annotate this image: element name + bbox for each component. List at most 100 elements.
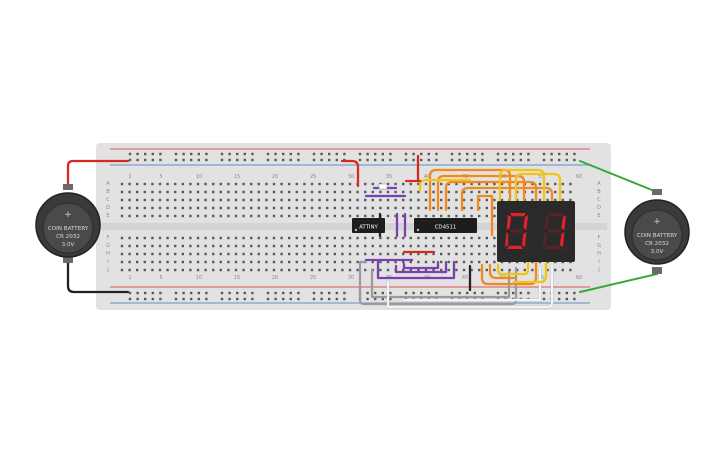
breadboard-hole[interactable] <box>519 152 522 156</box>
wire-purple-8[interactable] <box>402 260 440 270</box>
breadboard-hole[interactable] <box>272 268 276 272</box>
breadboard-hole[interactable] <box>282 291 285 295</box>
breadboard-hole[interactable] <box>561 182 564 186</box>
breadboard-hole[interactable] <box>280 182 283 186</box>
breadboard-hole[interactable] <box>242 236 245 240</box>
breadboard-hole[interactable] <box>565 291 568 295</box>
breadboard-hole[interactable] <box>280 260 283 264</box>
breadboard-hole[interactable] <box>318 268 321 272</box>
breadboard-hole[interactable] <box>485 236 488 240</box>
breadboard-hole[interactable] <box>257 252 260 256</box>
breadboard-hole[interactable] <box>274 291 277 295</box>
breadboard-hole[interactable] <box>174 252 177 256</box>
breadboard-hole[interactable] <box>371 190 374 194</box>
breadboard-hole[interactable] <box>364 236 367 240</box>
breadboard-hole[interactable] <box>409 190 412 194</box>
breadboard-hole[interactable] <box>432 190 435 194</box>
breadboard-hole[interactable] <box>558 291 561 295</box>
breadboard-hole[interactable] <box>242 252 245 256</box>
breadboard-hole[interactable] <box>409 268 412 272</box>
breadboard-hole[interactable] <box>242 206 245 210</box>
breadboard-hole[interactable] <box>402 190 405 194</box>
breadboard-hole[interactable] <box>272 214 276 218</box>
breadboard-hole[interactable] <box>440 198 443 202</box>
breadboard-hole[interactable] <box>394 244 397 248</box>
breadboard-hole[interactable] <box>166 260 169 264</box>
breadboard-hole[interactable] <box>280 198 283 202</box>
breadboard-hole[interactable] <box>265 268 268 272</box>
breadboard-hole[interactable] <box>251 158 254 162</box>
breadboard-hole[interactable] <box>280 252 283 256</box>
breadboard-hole[interactable] <box>143 252 146 256</box>
breadboard-hole[interactable] <box>312 297 316 301</box>
breadboard-hole[interactable] <box>250 190 253 194</box>
breadboard-hole[interactable] <box>282 297 285 301</box>
breadboard-hole[interactable] <box>136 236 139 240</box>
breadboard-hole[interactable] <box>227 190 230 194</box>
breadboard-hole[interactable] <box>320 152 323 156</box>
breadboard-hole[interactable] <box>318 244 321 248</box>
breadboard-hole[interactable] <box>212 182 215 186</box>
breadboard-hole[interactable] <box>504 152 507 156</box>
breadboard-hole[interactable] <box>447 268 450 272</box>
breadboard-hole[interactable] <box>470 244 473 248</box>
breadboard-hole[interactable] <box>166 214 169 218</box>
breadboard-hole[interactable] <box>478 190 481 194</box>
breadboard-hole[interactable] <box>242 182 245 186</box>
breadboard-hole[interactable] <box>481 291 484 295</box>
breadboard-hole[interactable] <box>312 152 316 156</box>
breadboard-hole[interactable] <box>303 182 306 186</box>
breadboard-hole[interactable] <box>288 198 291 202</box>
breadboard-hole[interactable] <box>204 236 207 240</box>
breadboard-hole[interactable] <box>466 291 469 295</box>
breadboard-hole[interactable] <box>136 291 139 295</box>
breadboard-hole[interactable] <box>485 260 488 264</box>
breadboard-hole[interactable] <box>424 206 428 210</box>
breadboard-hole[interactable] <box>120 236 124 240</box>
breadboard-hole[interactable] <box>303 260 306 264</box>
wire-red-rail[interactable] <box>340 159 360 188</box>
breadboard-hole[interactable] <box>389 152 392 156</box>
breadboard-hole[interactable] <box>265 236 268 240</box>
breadboard-hole[interactable] <box>478 182 481 186</box>
breadboard-hole[interactable] <box>236 152 239 156</box>
breadboard-hole[interactable] <box>531 182 534 186</box>
breadboard-hole[interactable] <box>565 152 568 156</box>
breadboard-hole[interactable] <box>205 152 208 156</box>
breadboard-hole[interactable] <box>151 297 154 301</box>
breadboard-hole[interactable] <box>417 236 420 240</box>
breadboard-hole[interactable] <box>280 214 283 218</box>
breadboard-hole[interactable] <box>412 291 415 295</box>
breadboard-hole[interactable] <box>151 158 154 162</box>
breadboard-hole[interactable] <box>288 190 291 194</box>
breadboard-hole[interactable] <box>274 297 277 301</box>
breadboard-hole[interactable] <box>181 244 184 248</box>
breadboard-hole[interactable] <box>219 206 222 210</box>
breadboard-hole[interactable] <box>326 206 329 210</box>
breadboard-hole[interactable] <box>272 244 276 248</box>
wire-orange-6[interactable] <box>488 263 516 280</box>
breadboard-hole[interactable] <box>569 198 572 202</box>
breadboard-hole[interactable] <box>136 152 139 156</box>
breadboard-hole[interactable] <box>366 152 369 156</box>
breadboard-hole[interactable] <box>516 190 519 194</box>
breadboard-hole[interactable] <box>440 182 443 186</box>
breadboard-hole[interactable] <box>310 244 314 248</box>
breadboard-hole[interactable] <box>470 236 473 240</box>
breadboard-hole[interactable] <box>326 214 329 218</box>
breadboard-hole[interactable] <box>478 206 481 210</box>
breadboard-hole[interactable] <box>333 252 336 256</box>
breadboard-hole[interactable] <box>189 268 192 272</box>
breadboard-hole[interactable] <box>478 252 481 256</box>
breadboard-hole[interactable] <box>295 190 298 194</box>
wire-orange-5[interactable] <box>476 194 494 237</box>
breadboard-hole[interactable] <box>182 291 185 295</box>
breadboard-hole[interactable] <box>371 260 374 264</box>
breadboard-hole[interactable] <box>181 268 184 272</box>
breadboard-hole[interactable] <box>174 182 177 186</box>
breadboard-hole[interactable] <box>234 268 238 272</box>
breadboard-hole[interactable] <box>204 198 207 202</box>
breadboard-hole[interactable] <box>158 190 162 194</box>
breadboard-hole[interactable] <box>288 268 291 272</box>
breadboard-hole[interactable] <box>447 190 450 194</box>
